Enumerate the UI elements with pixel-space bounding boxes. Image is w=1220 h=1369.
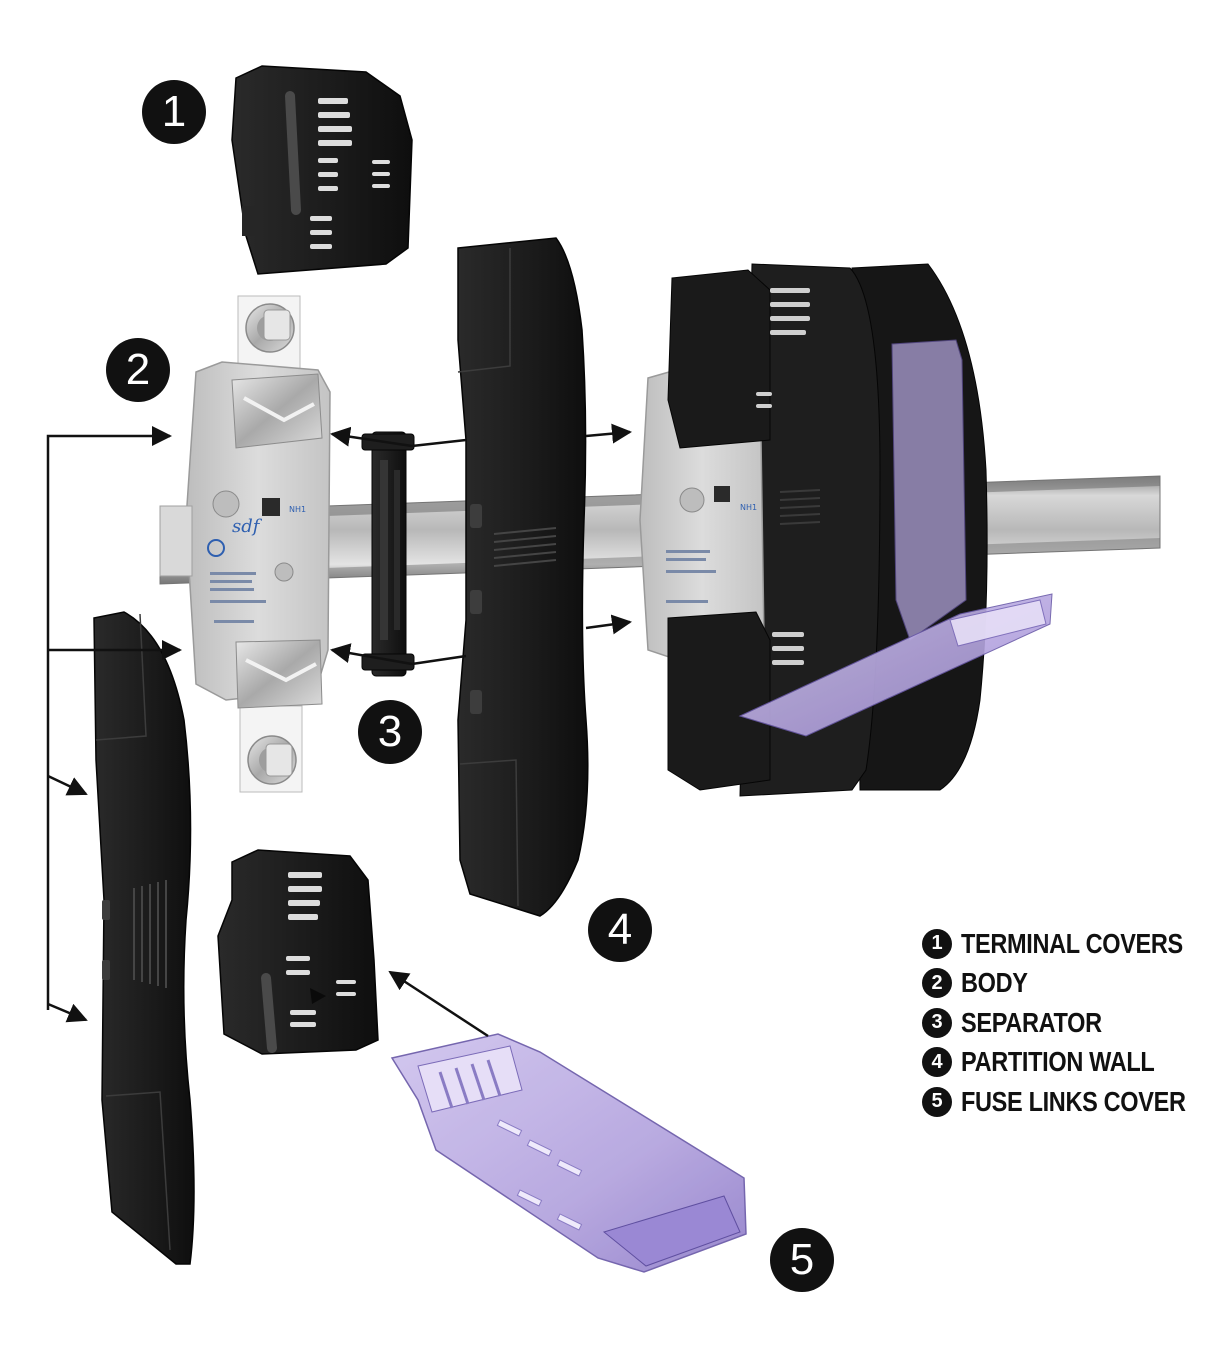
legend-item: 5 FUSE LINKS COVER [922, 1082, 1212, 1122]
legend-item: 1 TERMINAL COVERS [922, 924, 1212, 964]
legend-label: PARTITION WALL [961, 1046, 1155, 1078]
arrow-icon [411, 438, 467, 448]
legend-number: 3 [922, 1007, 952, 1038]
terminal-cover-bottom [217, 849, 379, 1055]
callout-badge-1: 1 [142, 80, 206, 144]
arrow-icon [47, 1002, 88, 1023]
assembled-fuse-holder: NH1 [639, 263, 1053, 797]
arrow-icon [47, 774, 88, 796]
legend-number: 5 [922, 1086, 952, 1117]
legend-item: 3 SEPARATOR [922, 1003, 1212, 1043]
legend-label: BODY [961, 967, 1028, 999]
arrow-icon [330, 643, 413, 666]
parts-legend: 1 TERMINAL COVERS 2 BODY 3 SEPARATOR 4 P… [922, 924, 1212, 1122]
partition-wall-left [93, 611, 195, 1265]
callout-badge-3: 3 [358, 700, 422, 764]
fuse-links-cover [390, 1033, 747, 1273]
arrow-icon [585, 614, 632, 635]
legend-label: FUSE LINKS COVER [961, 1085, 1186, 1117]
callout-badge-2: 2 [106, 338, 170, 402]
arrow-icon [330, 426, 413, 448]
terminal-cover-top [231, 65, 413, 275]
arrow-icon [388, 970, 489, 1038]
fuse-base-body: sdf NH1 [159, 295, 331, 793]
legend-number: 2 [922, 968, 952, 999]
legend-number: 4 [922, 1047, 952, 1078]
legend-number: 1 [922, 928, 952, 959]
assembly-arrows [46, 423, 632, 1038]
callout-badge-5: 5 [770, 1228, 834, 1292]
legend-item: 2 BODY [922, 964, 1212, 1004]
arrow-icon [411, 654, 467, 666]
legend-label: TERMINAL COVERS [961, 927, 1183, 959]
legend-item: 4 PARTITION WALL [922, 1043, 1212, 1083]
arrow-icon [585, 423, 632, 444]
callout-badge-4: 4 [588, 898, 652, 962]
installed-model-label: NH1 [740, 503, 757, 512]
brand-logo: sdf [232, 516, 263, 537]
body-model-label: NH1 [289, 505, 306, 514]
arrow-icon [46, 426, 172, 1010]
legend-label: SEPARATOR [961, 1006, 1102, 1038]
partition-wall-center [457, 237, 589, 917]
